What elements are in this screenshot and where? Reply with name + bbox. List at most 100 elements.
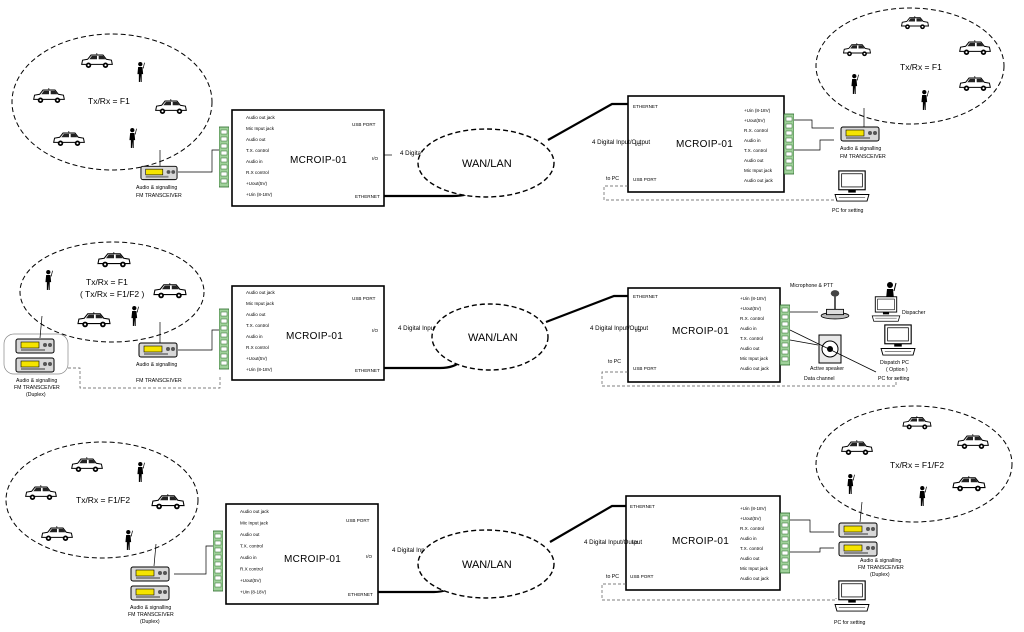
terminal-label: T.X. control — [246, 323, 269, 328]
digital-io-label: 4 Digital Input/Output — [592, 139, 650, 146]
transceiver-caption: Audio & signalling — [136, 362, 177, 368]
car-icon — [33, 88, 65, 104]
radio-transceiver-icon — [140, 165, 178, 181]
car-icon — [952, 476, 986, 492]
terminal-label: Mic Input jack — [744, 168, 773, 173]
ethernet-label: ETHERNET — [633, 104, 658, 109]
io-label: I/O — [632, 540, 639, 545]
person-icon — [137, 61, 145, 83]
person-icon — [847, 473, 855, 495]
terminal-label: Audio out — [740, 556, 760, 561]
person-icon — [131, 305, 139, 327]
microphone-icon — [820, 289, 850, 320]
transceiver-caption: FM TRANSCEIVER — [136, 193, 182, 199]
frequency-label: Tx/Rx = F1 — [86, 277, 128, 287]
terminal-label: +Uin (8-18V) — [740, 296, 767, 301]
person-icon — [129, 127, 137, 149]
duplex-group — [3, 333, 69, 375]
io-label: I/O — [635, 142, 642, 147]
wan-label: WAN/LAN — [462, 559, 512, 571]
wan-cloud — [417, 128, 555, 198]
terminal-label: R.X. control — [744, 128, 768, 133]
unit-name: MCROIP-01 — [290, 155, 347, 166]
transceiver-caption: FM TRANSCEIVER — [14, 385, 60, 391]
person-icon — [137, 461, 145, 483]
terminal-label: +Uin (8-18V) — [246, 192, 273, 197]
dispatch-pc-caption: Dispatch PC — [880, 360, 909, 366]
wan-cloud — [417, 529, 555, 599]
terminal-label: R.X control — [240, 567, 263, 572]
unit-name: MCROIP-01 — [676, 139, 733, 150]
terminal-label: T.X. control — [240, 544, 263, 549]
car-icon — [902, 416, 932, 430]
transceiver-caption: FM TRANSCEIVER — [840, 154, 886, 160]
person-icon — [921, 89, 929, 111]
wan-cloud — [431, 303, 549, 371]
car-icon — [901, 16, 929, 30]
pc-caption: PC for setting — [834, 620, 866, 626]
terminal-label: Audio in — [246, 334, 263, 339]
left-coverage-area — [5, 441, 199, 559]
transceiver-caption: (Duplex) — [870, 572, 890, 578]
car-icon — [151, 494, 185, 510]
radio-transceiver-icon — [838, 541, 878, 557]
io-label: I/O — [366, 554, 373, 559]
transceiver-caption: (Duplex) — [140, 619, 160, 625]
data-channel-caption: Data channel — [804, 376, 835, 382]
speaker-icon — [818, 334, 842, 364]
radio-transceiver-icon — [15, 338, 55, 354]
digital-io-label: 4 Digital Input/Output — [398, 325, 456, 332]
usb-port-label: USB PORT — [352, 296, 376, 301]
car-icon — [41, 526, 73, 542]
radio-transceiver-icon — [138, 342, 178, 358]
car-icon — [53, 131, 85, 147]
frequency-label: Tx/Rx = F1 — [88, 96, 130, 106]
person-icon — [125, 529, 133, 551]
unit-name: MCROIP-01 — [284, 554, 341, 565]
terminal-label: Audio out jack — [740, 366, 770, 371]
terminal-label: +Uin (8-18V) — [240, 590, 267, 595]
right-coverage-area — [815, 7, 1005, 125]
car-icon — [153, 283, 187, 299]
io-label: I/O — [372, 328, 379, 333]
person-icon — [851, 73, 859, 95]
person-icon — [45, 269, 53, 291]
usb-port-label: USB PORT — [633, 177, 657, 182]
to-pc-label: to PC — [608, 359, 621, 365]
car-icon — [959, 76, 991, 92]
terminal-label: +Uout(5V) — [740, 516, 762, 521]
car-icon — [77, 312, 111, 328]
car-icon — [957, 434, 989, 450]
terminal-label: Audio out jack — [246, 115, 276, 120]
terminal-label: Mic Input jack — [740, 566, 769, 571]
frequency-label: Tx/Rx = F1/F2 — [76, 495, 130, 505]
car-icon — [97, 252, 131, 268]
unit-name: MCROIP-01 — [286, 331, 343, 342]
ethernet-label: ETHERNET — [630, 504, 655, 509]
ethernet-label: ETHERNET — [355, 194, 380, 199]
frequency-label: Tx/Rx = F1 — [900, 62, 942, 72]
left-coverage-area — [19, 241, 205, 343]
to-pc-label: to PC — [606, 574, 619, 580]
unit-name: MCROIP-01 — [672, 536, 729, 547]
terminal-label: +Uout(5V) — [246, 181, 268, 186]
unit-name: MCROIP-01 — [672, 326, 729, 337]
terminal-label: +Uin (8-18V) — [744, 108, 771, 113]
dispatch-pc-caption: ( Option ) — [886, 367, 908, 373]
terminal-label: R.X control — [246, 345, 269, 350]
transceiver-caption: FM TRANSCEIVER — [128, 612, 174, 618]
computer-icon — [871, 296, 901, 322]
terminal-label: R.X. control — [740, 316, 764, 321]
to-pc-label: to PC — [606, 176, 619, 182]
terminal-label: Mic Input jack — [740, 356, 769, 361]
terminal-label: +Uout(5V) — [740, 306, 762, 311]
radio-transceiver-icon — [130, 585, 170, 601]
transceiver-caption: FM TRANSCEIVER — [136, 378, 182, 384]
